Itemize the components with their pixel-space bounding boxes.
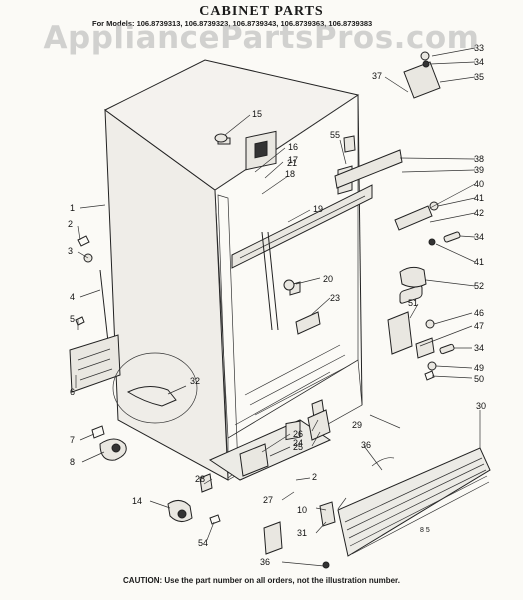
model-numbers: For Models: 106.8739313, 106.8739323, 10… <box>92 19 373 28</box>
callout-23: 23 <box>330 293 340 303</box>
callout-10: 10 <box>297 505 307 515</box>
callout-14: 14 <box>132 496 142 506</box>
right-hardware <box>334 51 461 381</box>
callout-50: 50 <box>474 374 484 384</box>
callout-1: 1 <box>70 203 75 213</box>
callout-49: 49 <box>474 363 484 373</box>
callout-25: 25 <box>293 442 303 452</box>
callout-6: 6 <box>70 387 75 397</box>
callout-36: 36 <box>361 440 371 450</box>
callout-15: 15 <box>252 109 262 119</box>
callout-31: 31 <box>297 528 307 538</box>
callout-29: 29 <box>352 420 362 430</box>
callout-38: 38 <box>474 154 484 164</box>
callout-36-bottom: 36 <box>260 557 270 567</box>
callout-54: 54 <box>198 538 208 548</box>
callout-20: 20 <box>323 274 333 284</box>
callout-26: 26 <box>293 429 303 439</box>
callout-34: 34 <box>474 57 484 67</box>
watermark: AppliancePartsPros.com <box>43 20 480 56</box>
callout-21: 21 <box>287 158 297 168</box>
callout-3: 3 <box>68 246 73 256</box>
callout-18: 18 <box>285 169 295 179</box>
callout-41: 41 <box>474 193 484 203</box>
callout-5: 5 <box>70 314 75 324</box>
callout-40: 40 <box>474 179 484 189</box>
callout-34-lower: 34 <box>474 343 484 353</box>
callout-33: 33 <box>474 43 484 53</box>
callout-24: 24 <box>293 438 303 448</box>
callout-52: 52 <box>474 281 484 291</box>
callout-39: 39 <box>474 165 484 175</box>
leader-lines <box>75 47 481 567</box>
caution-note: CAUTION: Use the part number on all orde… <box>123 576 400 585</box>
callout-32: 32 <box>190 376 200 386</box>
callout-17: 17 <box>288 155 298 165</box>
callout-labels: 1 2 3 4 5 6 7 8 14 15 16 17 18 19 20 21 … <box>68 43 486 567</box>
callout-2-lower: 2 <box>312 472 317 482</box>
bottom-hardware <box>167 285 491 569</box>
callout-8: 8 <box>70 457 75 467</box>
callout-2: 2 <box>68 219 73 229</box>
callout-51: 51 <box>408 298 418 308</box>
cabinet-shell <box>104 59 373 481</box>
callout-46: 46 <box>474 308 484 318</box>
callout-28: 28 <box>195 474 205 484</box>
callout-37: 37 <box>372 71 382 81</box>
callout-42: 42 <box>474 208 484 218</box>
callout-4: 4 <box>70 292 75 302</box>
toe-grille <box>337 447 491 557</box>
callout-30: 30 <box>476 401 486 411</box>
callout-55: 55 <box>330 130 340 140</box>
corner-mark: 8 5 <box>420 527 430 534</box>
diagram-title: CABINET PARTS <box>199 4 324 19</box>
callout-7: 7 <box>70 435 75 445</box>
callout-35: 35 <box>474 72 484 82</box>
callout-41-lower: 41 <box>474 257 484 267</box>
callout-34-right: 34 <box>474 232 484 242</box>
callout-27: 27 <box>263 495 273 505</box>
callout-19: 19 <box>313 204 323 214</box>
callout-16: 16 <box>288 142 298 152</box>
callout-47: 47 <box>474 321 484 331</box>
